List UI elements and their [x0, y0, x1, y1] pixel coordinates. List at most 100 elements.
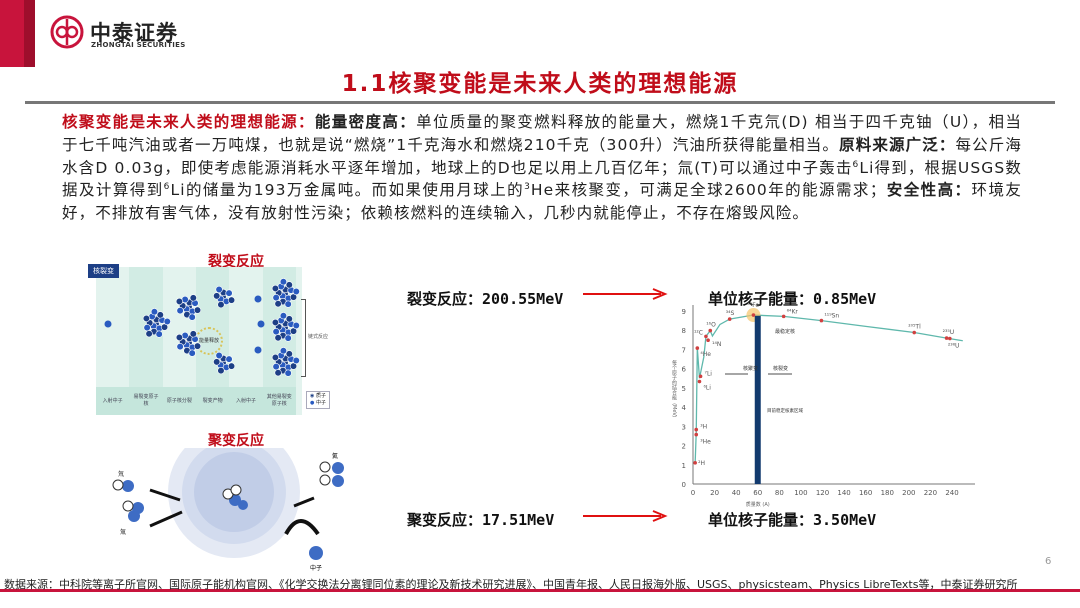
fission-title: 裂变反应 — [208, 254, 264, 270]
nucleon — [188, 313, 196, 321]
logo-text: 中泰证券 — [90, 21, 178, 45]
y-tick-label: 4 — [682, 404, 687, 412]
y-tick-label: 3 — [682, 423, 686, 431]
title-divider — [25, 101, 1055, 104]
nucleon — [272, 328, 280, 336]
data-point — [944, 336, 949, 340]
paragraph-text: 单位质量的聚变燃料释放的能量大，燃烧1千克氘(D) 相当于四千克铀（U），相当于… — [62, 113, 1022, 154]
x-tick-label: 60 — [753, 489, 762, 497]
point-label: ⁶Li — [703, 385, 711, 392]
data-point — [706, 338, 710, 343]
paragraph-text: 6 — [163, 182, 171, 193]
nucleon — [175, 333, 184, 342]
nucleon — [163, 317, 171, 326]
nucleon — [189, 294, 197, 302]
body-paragraph: 核聚变能是未来人类的理想能源：能量密度高：单位质量的聚变燃料释放的能量大，燃烧1… — [62, 111, 1022, 225]
nucleon — [215, 351, 223, 360]
y-tick-label: 1 — [682, 462, 686, 470]
source-note: 数据来源：中科院等离子所官网、国际原子能机构官网、《化学交换法分离锂同位素的理论… — [4, 578, 1018, 591]
nucleon — [143, 324, 151, 332]
neutron-label: 中子 — [310, 564, 322, 572]
zhongtai-logo-icon — [50, 15, 84, 49]
x-tick-label: 140 — [837, 489, 850, 497]
x-tick-label: 100 — [794, 489, 807, 497]
fission-unit-energy: 单位核子能量：0.85MeV — [708, 290, 877, 308]
data-point — [727, 317, 732, 321]
point-label: ²H — [698, 460, 705, 467]
nucleon — [217, 300, 225, 309]
nucleon — [271, 284, 280, 293]
point-label: ¹⁶O — [706, 322, 716, 329]
annotation: 最稳定核 — [775, 328, 795, 335]
nucleon — [285, 350, 293, 358]
x-tick-label: 40 — [732, 489, 741, 497]
lead-heading: 核聚变能是未来人类的理想能源： — [62, 113, 315, 131]
nucleon — [227, 362, 236, 370]
fission-column-label: 裂变产物 — [195, 387, 230, 415]
nucleon — [156, 311, 164, 319]
fission-column-label: 易裂变原子核 — [129, 387, 163, 415]
data-point — [694, 432, 699, 437]
annotation: 核裂变 — [773, 365, 788, 372]
paragraph-text: 环境友好，不排放有害气体，没有放射性污染；依赖核燃料的连续输入，几秒内就能停止，… — [62, 181, 1022, 223]
chain-reaction-label: 链式反应 — [308, 334, 329, 340]
y-tick-label: 8 — [682, 327, 686, 335]
annotation: 目前稳定核素区域 — [767, 407, 803, 414]
nucleon — [284, 369, 292, 377]
neutron — [254, 295, 262, 303]
arrow-right-icon — [583, 288, 668, 300]
fission-column-label: 入射中子 — [96, 387, 130, 415]
point-label: ¹¹⁹Sn — [824, 313, 839, 320]
paragraph-text: He来核聚变，可满足全球2600年的能源需求； — [530, 181, 887, 200]
y-tick-label: 2 — [682, 443, 686, 451]
data-point — [698, 374, 703, 379]
data-point — [912, 330, 917, 335]
fission-legend: ◉ 质子 ● 中子 — [306, 391, 330, 409]
point-label: ¹²C — [694, 329, 703, 336]
y-tick-label: 0 — [682, 481, 686, 489]
nucleon — [272, 294, 280, 302]
point-label: ¹⁴N — [712, 341, 721, 348]
arrow-right-icon — [583, 510, 668, 522]
nucleon — [217, 366, 225, 375]
nucleon — [188, 349, 196, 357]
nucleon — [292, 356, 300, 365]
data-point — [697, 379, 702, 384]
point-label: ³H — [700, 424, 707, 431]
nucleon — [285, 281, 293, 289]
y-tick-label: 7 — [682, 346, 686, 354]
nucleon — [176, 343, 184, 351]
nucleon — [284, 300, 292, 308]
fission-column-label: 其他易裂变原子核 — [262, 387, 296, 415]
nucleon — [271, 353, 280, 362]
nucleon — [176, 307, 184, 315]
fission-energy: 裂变反应：200.55MeV — [407, 290, 564, 308]
paragraph-text: Li得到，根据USGS数据及计算得到 — [62, 158, 1022, 200]
x-tick-label: 240 — [945, 489, 958, 497]
data-point — [948, 336, 952, 341]
x-tick-label: 80 — [775, 489, 784, 497]
paragraph-text: 6 — [852, 159, 860, 170]
point-label: ⁴He — [700, 351, 711, 358]
data-point — [693, 461, 697, 465]
binding-energy-curve — [694, 314, 963, 463]
nucleon — [225, 355, 233, 363]
fission-diagram: 入射中子易裂变原子核原子核分裂裂变产物入射中子其他易裂变原子核 核裂变 能量释放… — [88, 264, 330, 415]
paragraph-text: 3 — [524, 182, 531, 193]
annotation: 核聚变 — [743, 365, 758, 372]
nucleon — [279, 278, 288, 286]
nucleon — [215, 285, 223, 294]
nucleon — [272, 363, 280, 371]
nucleon — [189, 330, 197, 338]
x-axis-label: 质量数 (A) — [746, 501, 770, 508]
nucleon — [285, 315, 293, 323]
nucleon — [193, 306, 202, 314]
x-tick-label: 20 — [710, 489, 719, 497]
data-point — [704, 334, 708, 339]
point-label: ⁸⁴Kr — [787, 308, 799, 315]
nucleon — [274, 369, 282, 377]
neutron — [254, 346, 262, 354]
fission-column: 入射中子 — [96, 267, 130, 415]
nucleon — [213, 358, 221, 366]
